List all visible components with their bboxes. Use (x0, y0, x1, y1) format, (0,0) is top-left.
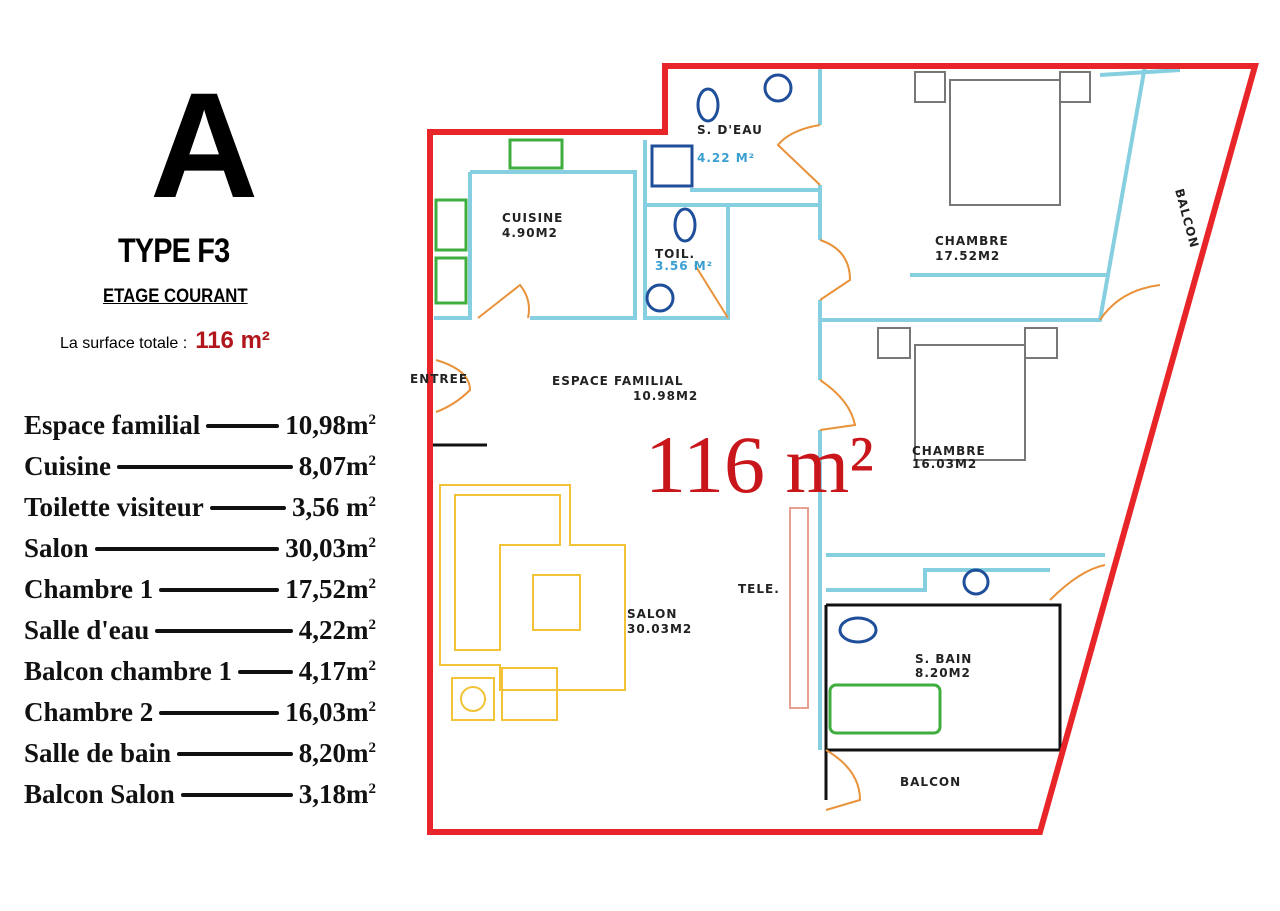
label-balcon2: BALCON (900, 775, 961, 789)
legend-dash (177, 751, 293, 756)
total-area-stamp: 116 m² (645, 419, 874, 510)
legend-row: Toilette visiteur 3,56 m2 (24, 487, 376, 528)
label-espace: ESPACE FAMILIAL (552, 374, 684, 388)
legend-row: Chambre 2 16,03m2 (24, 692, 376, 733)
legend-area-value: 4,22m (298, 615, 369, 645)
legend-area-unit: 2 (368, 781, 377, 797)
salon-furniture (439, 484, 626, 721)
label-cuisine: CUISINE (502, 211, 563, 225)
legend-room: Salon (24, 533, 89, 563)
legend-area: 30,03m2 (285, 533, 376, 564)
legend-area: 3,18m2 (299, 779, 376, 810)
legend-dash (206, 423, 280, 428)
legend-room: Toilette visiteur (24, 492, 204, 522)
legend-area-value: 16,03m (285, 697, 369, 727)
legend-area-value: 3,56 m (292, 492, 369, 522)
legend-room: Chambre 2 (24, 697, 154, 727)
legend-area-unit: 2 (368, 494, 377, 510)
label-salon-area: 30.03M2 (627, 622, 692, 636)
legend-row: Chambre 1 17,52m2 (24, 569, 376, 610)
label-cuisine-area: 4.90M2 (502, 226, 558, 240)
label-balcon1: BALCON (1172, 187, 1201, 250)
legend-area: 3,56 m2 (292, 492, 376, 523)
label-salon: SALON (627, 607, 677, 621)
doors (435, 124, 1161, 811)
label-toil-area: 3.56 M² (655, 259, 713, 273)
legend-area: 4,22m2 (299, 615, 376, 646)
surface-label: La surface totale : (60, 335, 188, 352)
legend-area-value: 17,52m (285, 574, 369, 604)
legend-area: 10,98m2 (285, 410, 376, 441)
kitchen-fixtures (434, 138, 942, 735)
label-sbain-area: 8.20M2 (915, 666, 971, 680)
legend-area-value: 10,98m (285, 410, 369, 440)
label-chambre1: CHAMBRE (935, 234, 1009, 248)
outer-wall (427, 63, 1259, 835)
sanitary-fixtures (645, 73, 990, 644)
label-chambre2-area: 16.03M2 (912, 457, 977, 471)
label-chambre1-area: 17.52M2 (935, 249, 1000, 263)
legend-area: 8,07m2 (299, 451, 376, 482)
label-tele: TELE. (738, 582, 780, 596)
black-walls (433, 443, 1062, 800)
legend-area: 16,03m2 (285, 697, 376, 728)
tv-unit (789, 507, 809, 709)
legend-dash (159, 587, 280, 592)
label-entree: ENTREE (410, 372, 468, 386)
legend-dash (94, 546, 280, 551)
label-sdeau: S. D'EAU (697, 123, 763, 137)
legend-area-value: 3,18m (298, 779, 369, 809)
label-espace-area: 10.98M2 (633, 389, 698, 403)
legend-room: Salle de bain (24, 738, 172, 768)
legend-room: Chambre 1 (24, 574, 154, 604)
legend-room: Balcon Salon (24, 779, 175, 809)
legend-row: Salle de bain 8,20m2 (24, 733, 376, 774)
legend-area-unit: 2 (368, 658, 377, 674)
legend-area: 8,20m2 (299, 738, 376, 769)
legend-room: Espace familial (24, 410, 201, 440)
legend-area: 4,17m2 (299, 656, 376, 687)
legend-room: Cuisine (24, 451, 112, 481)
label-chambre2: CHAMBRE (912, 444, 986, 458)
legend-dash (209, 505, 286, 510)
label-sbain: S. BAIN (915, 652, 972, 666)
legend-row: Cuisine 8,07m2 (24, 446, 376, 487)
inner-walls (434, 65, 1181, 750)
legend-area-unit: 2 (368, 535, 377, 551)
legend-area-unit: 2 (368, 453, 377, 469)
beds (877, 71, 1091, 461)
legend-dash (117, 464, 293, 469)
legend-dash (238, 669, 293, 674)
legend-area-unit: 2 (368, 740, 377, 756)
legend-area-unit: 2 (368, 699, 377, 715)
legend-row: Salon 30,03m2 (24, 528, 376, 569)
apartment-letter: A (150, 61, 259, 229)
legend-area-value: 4,17m (298, 656, 369, 686)
label-sdeau-area: 4.22 M² (697, 151, 755, 165)
legend-area-value: 30,03m (285, 533, 369, 563)
legend-dash (159, 710, 280, 715)
legend-area-unit: 2 (368, 617, 377, 633)
legend-area-value: 8,20m (298, 738, 369, 768)
legend-dash (180, 792, 293, 797)
legend-room: Salle d'eau (24, 615, 150, 645)
legend-area-value: 8,07m (298, 451, 369, 481)
legend-dash (155, 628, 293, 633)
legend-area-unit: 2 (368, 412, 377, 428)
apartment-type: TYPE F3 (118, 232, 230, 270)
legend-row: Balcon Salon 3,18m2 (24, 774, 376, 815)
legend-area: 17,52m2 (285, 574, 376, 605)
legend-area-unit: 2 (368, 576, 377, 592)
legend-row: Salle d'eau 4,22m2 (24, 610, 376, 651)
total-surface: La surface totale : 116 m² (60, 327, 270, 355)
legend-row: Espace familial 10,98m2 (24, 405, 376, 446)
legend-row: Balcon chambre 1 4,17m2 (24, 651, 376, 692)
label-toil: TOIL. (655, 247, 695, 261)
legend-room: Balcon chambre 1 (24, 656, 232, 686)
floor-label: ETAGE COURANT (103, 286, 248, 307)
surface-value: 116 m² (195, 327, 270, 354)
